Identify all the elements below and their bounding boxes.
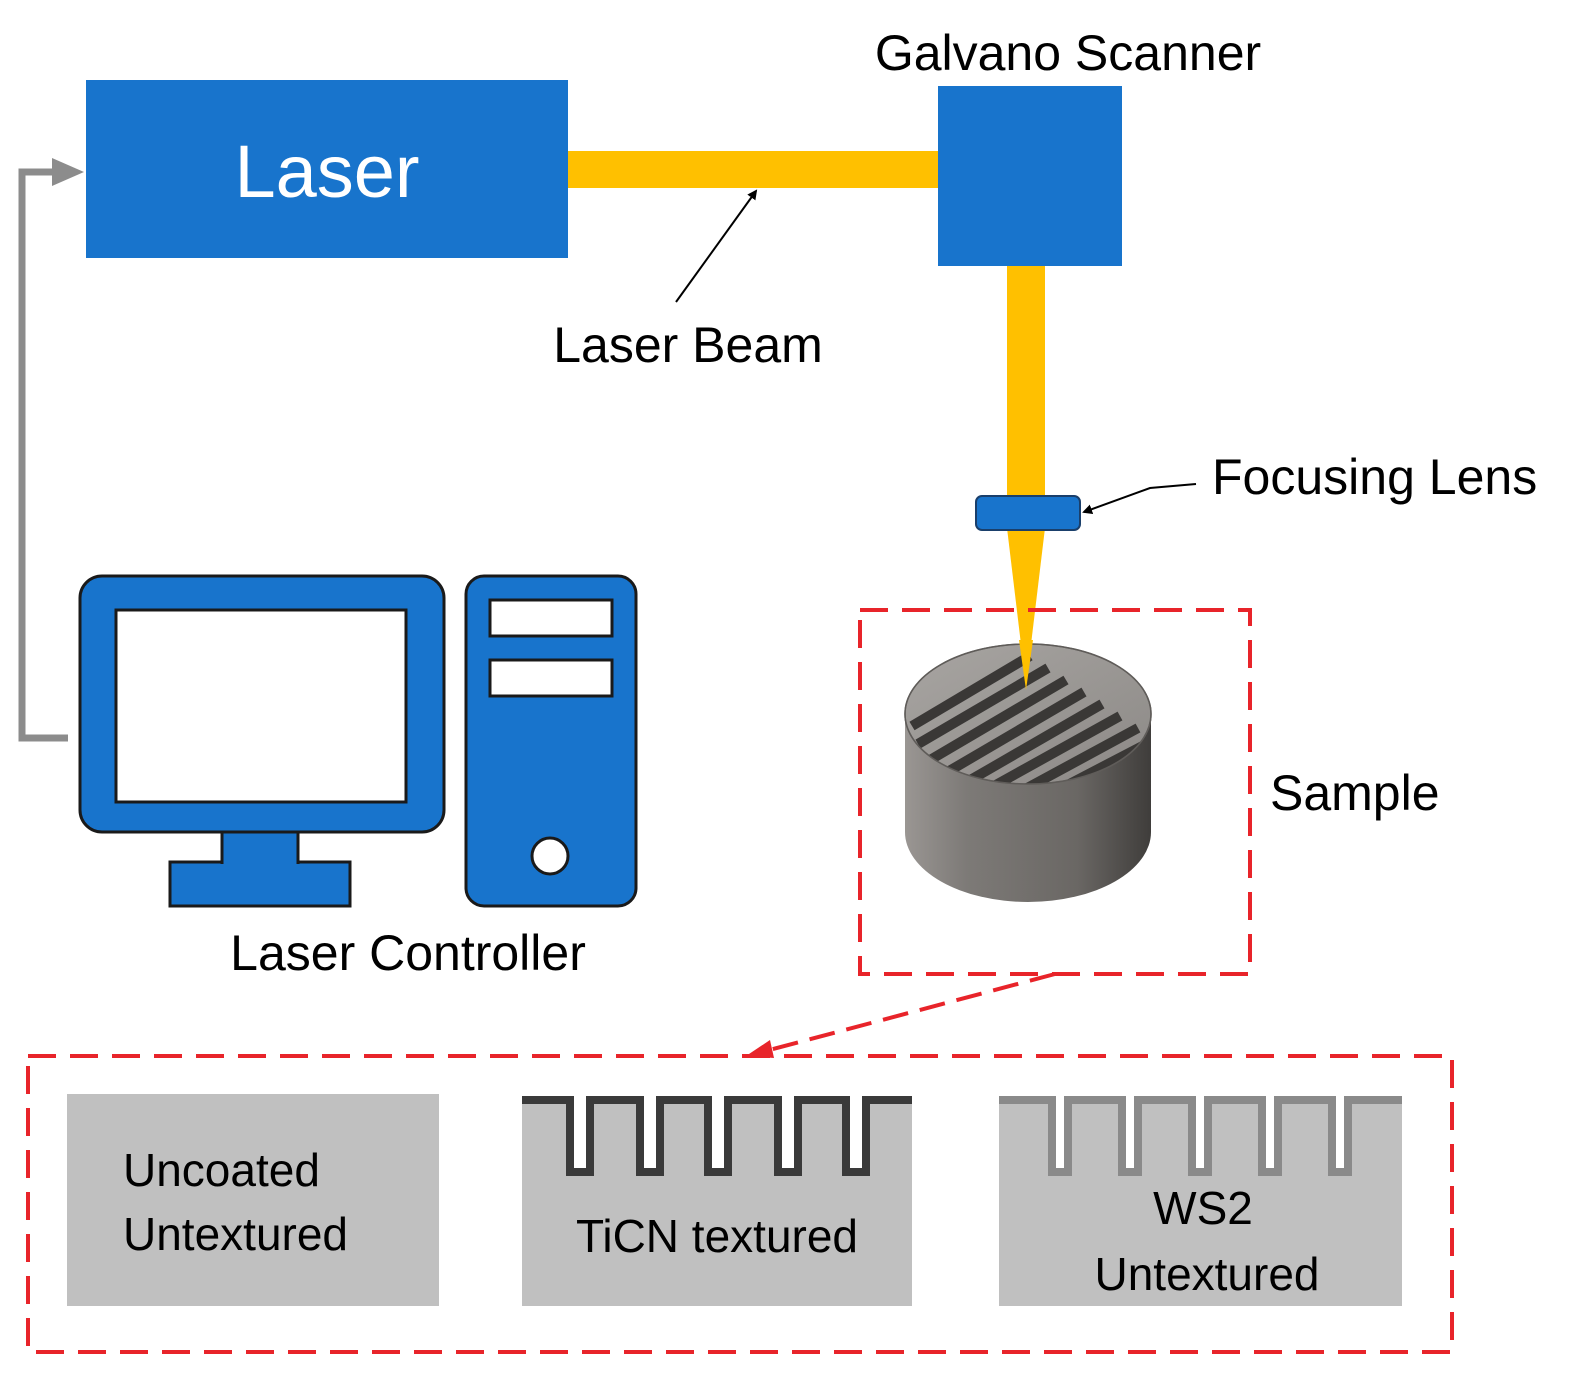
focusing-lens-label: Focusing Lens [1212,449,1537,505]
ticn-coating-line [522,1096,912,1176]
laser-label: Laser [234,130,419,213]
focusing-lens-pointer [1082,483,1197,514]
galvano-scanner-label: Galvano Scanner [875,25,1261,81]
controller-to-laser-connector [18,158,84,742]
galvano-scanner-box [938,86,1122,266]
computer-monitor-icon [78,574,446,908]
sample-1-line-1: Uncoated [123,1144,320,1196]
laser-beam-pointer [675,189,758,303]
sample-2-line-1: TiCN textured [576,1210,858,1262]
sample-types-box [26,1054,1454,1354]
focused-beam-cone [1007,528,1045,686]
laser-beam-horizontal [568,151,938,188]
connector-arrow-icon [52,158,84,186]
focusing-lens [975,495,1081,531]
sample-1-line-2: Untextured [123,1208,348,1260]
laser-beam-vertical [1007,266,1045,500]
laser-controller-label: Laser Controller [230,925,586,981]
detail-pointer [746,972,1056,1058]
detail-arrow-icon [746,1040,774,1058]
sample-3-line-2: Untextured [1094,1248,1319,1300]
sample-cylinder [904,643,1152,902]
sample-label: Sample [1270,765,1440,821]
sample-ws2-untextured: WS2 Untextured [999,1096,1402,1306]
beam-tip [1019,640,1033,690]
sample-3-line-1: WS2 [1153,1182,1253,1234]
sample-uncoated-untextured: Uncoated Untextured [67,1094,439,1306]
sample-ticn-textured: TiCN textured [522,1096,912,1306]
laser-beam-label: Laser Beam [553,317,823,373]
computer-tower-icon [464,574,638,908]
ws2-coating-line [999,1096,1402,1176]
laser-box: Laser [86,80,568,258]
galvano-scanner: Galvano Scanner [875,25,1261,266]
